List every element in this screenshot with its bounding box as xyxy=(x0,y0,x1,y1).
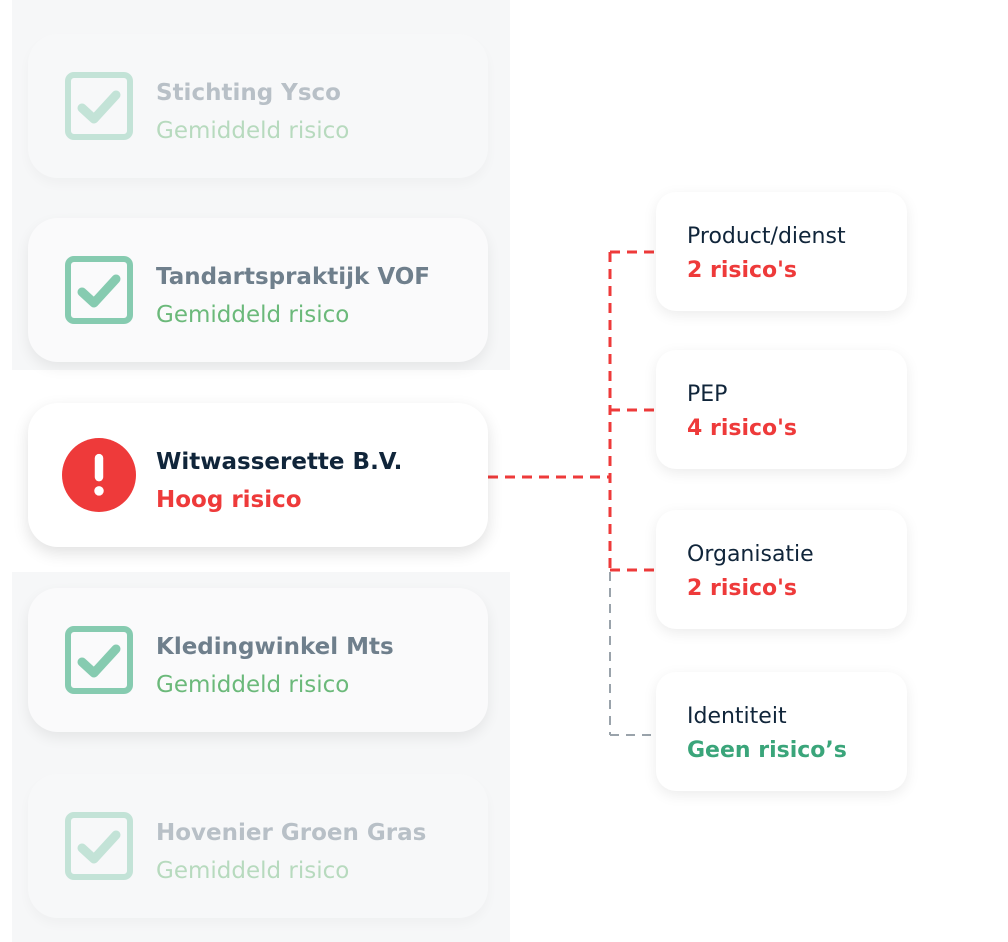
checkbox-check-icon xyxy=(65,626,133,694)
category-risk-count: 2 risico's xyxy=(687,258,797,283)
category-card-product: Product/dienst 2 risico's xyxy=(656,192,907,311)
category-risk-count: 4 risico's xyxy=(687,416,797,441)
client-card-selected[interactable]: Witwasserette B.V. Hoog risico xyxy=(28,403,488,547)
client-name: Hovenier Groen Gras xyxy=(156,820,427,846)
client-name: Tandartspraktijk VOF xyxy=(156,264,430,290)
client-card[interactable]: Kledingwinkel Mts Gemiddeld risico xyxy=(28,588,488,732)
category-label: Product/dienst xyxy=(687,224,846,249)
checkbox-check-icon xyxy=(65,812,133,880)
client-risk: Gemiddeld risico xyxy=(156,302,350,328)
alert-exclamation-icon xyxy=(62,438,136,512)
client-risk: Gemiddeld risico xyxy=(156,672,350,698)
client-risk: Gemiddeld risico xyxy=(156,118,350,144)
category-card-pep: PEP 4 risico's xyxy=(656,350,907,469)
checkbox-check-icon xyxy=(65,72,133,140)
category-risk-count: 2 risico's xyxy=(687,576,797,601)
checkbox-check-icon xyxy=(65,256,133,324)
client-risk: Hoog risico xyxy=(156,487,302,513)
category-label: PEP xyxy=(687,382,728,407)
client-card[interactable]: Stichting Ysco Gemiddeld risico xyxy=(28,34,488,178)
client-name: Kledingwinkel Mts xyxy=(156,634,394,660)
client-name: Witwasserette B.V. xyxy=(156,449,403,475)
category-card-organisatie: Organisatie 2 risico's xyxy=(656,510,907,629)
category-label: Organisatie xyxy=(687,542,814,567)
client-name: Stichting Ysco xyxy=(156,80,341,106)
client-card[interactable]: Hovenier Groen Gras Gemiddeld risico xyxy=(28,774,488,918)
category-label: Identiteit xyxy=(687,704,787,729)
client-risk: Gemiddeld risico xyxy=(156,858,350,884)
category-risk-count: Geen risico’s xyxy=(687,738,847,763)
client-card[interactable]: Tandartspraktijk VOF Gemiddeld risico xyxy=(28,218,488,362)
category-card-identiteit: Identiteit Geen risico’s xyxy=(656,672,907,791)
